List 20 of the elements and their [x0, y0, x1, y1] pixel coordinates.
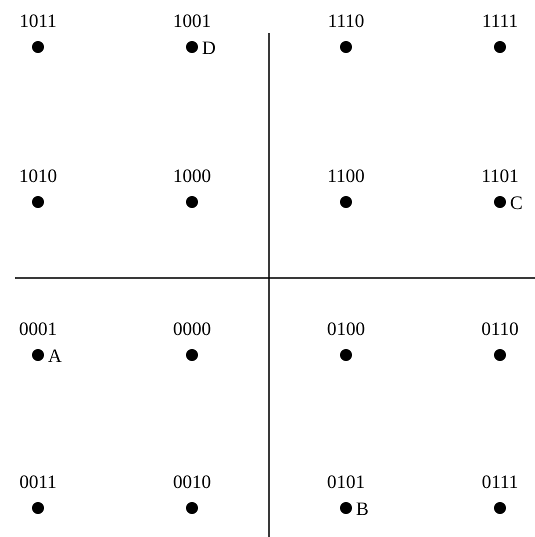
bit-label: 1000 [173, 166, 211, 188]
bit-label: 1001 [173, 11, 211, 33]
bit-label: 0001 [19, 319, 57, 341]
bit-label: 1110 [328, 11, 364, 33]
point-letter: A [48, 346, 62, 368]
bit-label: 1010 [19, 166, 57, 188]
bit-label: 1101 [481, 166, 519, 188]
bit-label: 0110 [481, 319, 519, 341]
bit-label: 1111 [482, 11, 518, 33]
bit-label: 0000 [173, 319, 211, 341]
bit-label: 1100 [327, 166, 365, 188]
point-letter: B [356, 499, 369, 521]
bit-label: 0100 [327, 319, 365, 341]
bit-label: 0111 [482, 472, 518, 494]
point-letter: C [510, 193, 523, 215]
bit-label: 1011 [19, 11, 57, 33]
bit-label: 0011 [19, 472, 57, 494]
bit-label: 0010 [173, 472, 211, 494]
point-letter: D [202, 38, 216, 60]
bit-label: 0101 [327, 472, 365, 494]
